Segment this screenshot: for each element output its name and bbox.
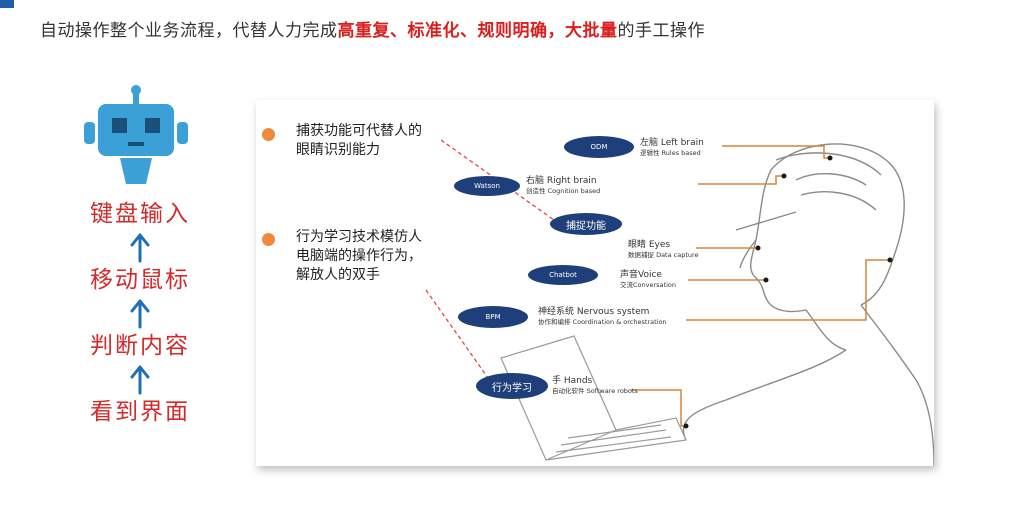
oval-bpm: BPM xyxy=(458,306,528,328)
oval-capture: 捕捉功能 xyxy=(550,213,622,235)
arrow-up-icon xyxy=(70,228,210,266)
label-voice: 声音Voice 交流Conversation xyxy=(620,270,676,289)
bullet-dot xyxy=(262,233,275,246)
laptop-sketch xyxy=(500,335,687,461)
label-left-brain: 左脑 Left brain 逻辑性 Rules based xyxy=(640,138,704,157)
headline-highlight-4: 大批量 xyxy=(565,21,618,41)
step-move-mouse: 移动鼠标 xyxy=(90,267,190,293)
headline-highlight-2: 标准化 xyxy=(407,21,460,41)
headline-prefix: 自动操作整个业务流程，代替人力完成 xyxy=(40,21,338,41)
headline-sep-3: ， xyxy=(547,21,565,41)
step-judge-content: 判断内容 xyxy=(90,333,190,359)
bullet-dot xyxy=(262,128,275,141)
oval-behavior-learning: 行为学习 xyxy=(476,373,548,399)
label-nervous-system: 神经系统 Nervous system 协作和编排 Coordination &… xyxy=(538,307,667,326)
label-hands: 手 Hands 自动化软件 Software robots xyxy=(552,376,638,395)
headline-suffix: 的手工操作 xyxy=(617,21,705,41)
bullet-behavior: 行为学习技术模仿人 电脑端的操作行为， 解放人的双手 xyxy=(296,229,422,283)
process-steps: 键盘输入 移动鼠标 判断内容 看到界面 xyxy=(70,200,210,426)
headline-sep-1: 、 xyxy=(390,21,408,41)
bullet-capture: 捕获功能可代替人的 眼睛识别能力 xyxy=(296,123,422,158)
label-eyes: 眼睛 Eyes 数据捕捉 Data capture xyxy=(628,240,699,259)
robot-icon xyxy=(84,84,188,192)
headline-sep-2: 、 xyxy=(460,21,478,41)
headline: 自动操作整个业务流程，代替人力完成高重复、标准化、规则明确，大批量的手工操作 xyxy=(40,16,705,41)
corner-accent xyxy=(0,0,14,8)
diagram-illustration xyxy=(425,139,934,466)
oval-chatbot: Chatbot xyxy=(528,265,598,285)
step-see-interface: 看到界面 xyxy=(90,399,190,425)
step-keyboard-input: 键盘输入 xyxy=(90,201,190,227)
dashed-connectors xyxy=(425,139,555,379)
arrow-up-icon xyxy=(70,294,210,332)
connector-dots xyxy=(683,155,893,429)
oval-watson: Watson xyxy=(454,176,520,196)
diagram-panel: 捕获功能可代替人的 眼睛识别能力 行为学习技术模仿人 电脑端的操作行为， 解放人… xyxy=(256,100,934,466)
headline-highlight-3: 规则明确 xyxy=(477,21,548,41)
label-right-brain: 右脑 Right brain 创造性 Cognition based xyxy=(526,176,601,195)
arrow-up-icon xyxy=(70,360,210,398)
headline-highlight-1: 高重复 xyxy=(337,21,390,41)
oval-odm: ODM xyxy=(564,136,634,158)
person-sketch xyxy=(682,143,934,466)
connector-lines xyxy=(631,145,890,427)
